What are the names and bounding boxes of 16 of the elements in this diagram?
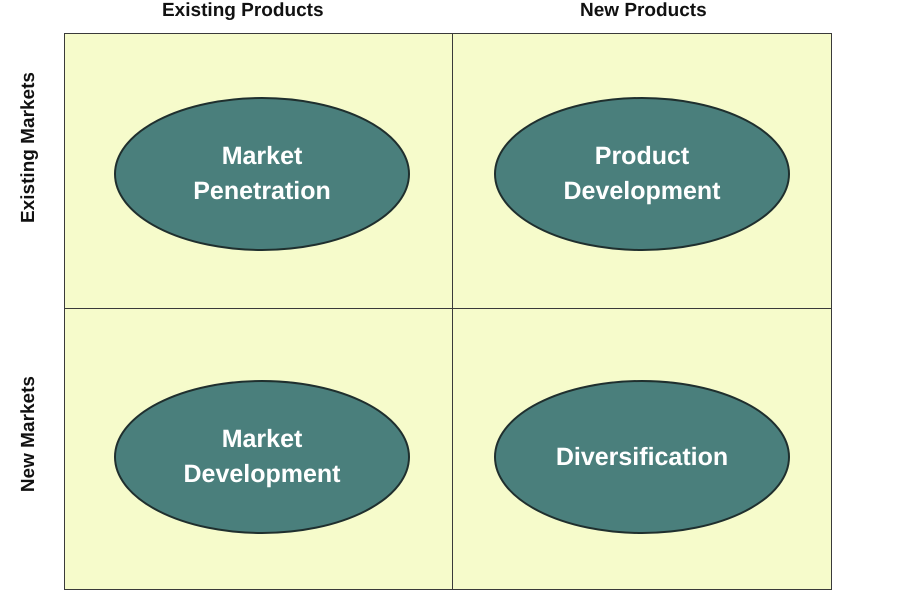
strategy-label: Market Penetration bbox=[192, 141, 332, 207]
strategy-label: Diversification bbox=[556, 442, 728, 472]
strategy-ellipse bbox=[493, 96, 791, 252]
row-header: Existing Markets bbox=[18, 72, 40, 223]
strategy-ellipse bbox=[113, 96, 411, 252]
strategy-label: Market Development bbox=[182, 424, 342, 490]
matrix-cell bbox=[452, 308, 832, 590]
row-header: New Markets bbox=[18, 376, 40, 492]
matrix-cell bbox=[452, 33, 832, 309]
matrix-cell bbox=[64, 308, 453, 590]
strategy-ellipse bbox=[113, 379, 411, 535]
matrix-cell bbox=[64, 33, 453, 309]
strategy-ellipse bbox=[493, 379, 791, 535]
column-header: Existing Products bbox=[162, 0, 324, 22]
strategy-label: Product Development bbox=[562, 141, 722, 207]
column-header: New Products bbox=[580, 0, 707, 22]
